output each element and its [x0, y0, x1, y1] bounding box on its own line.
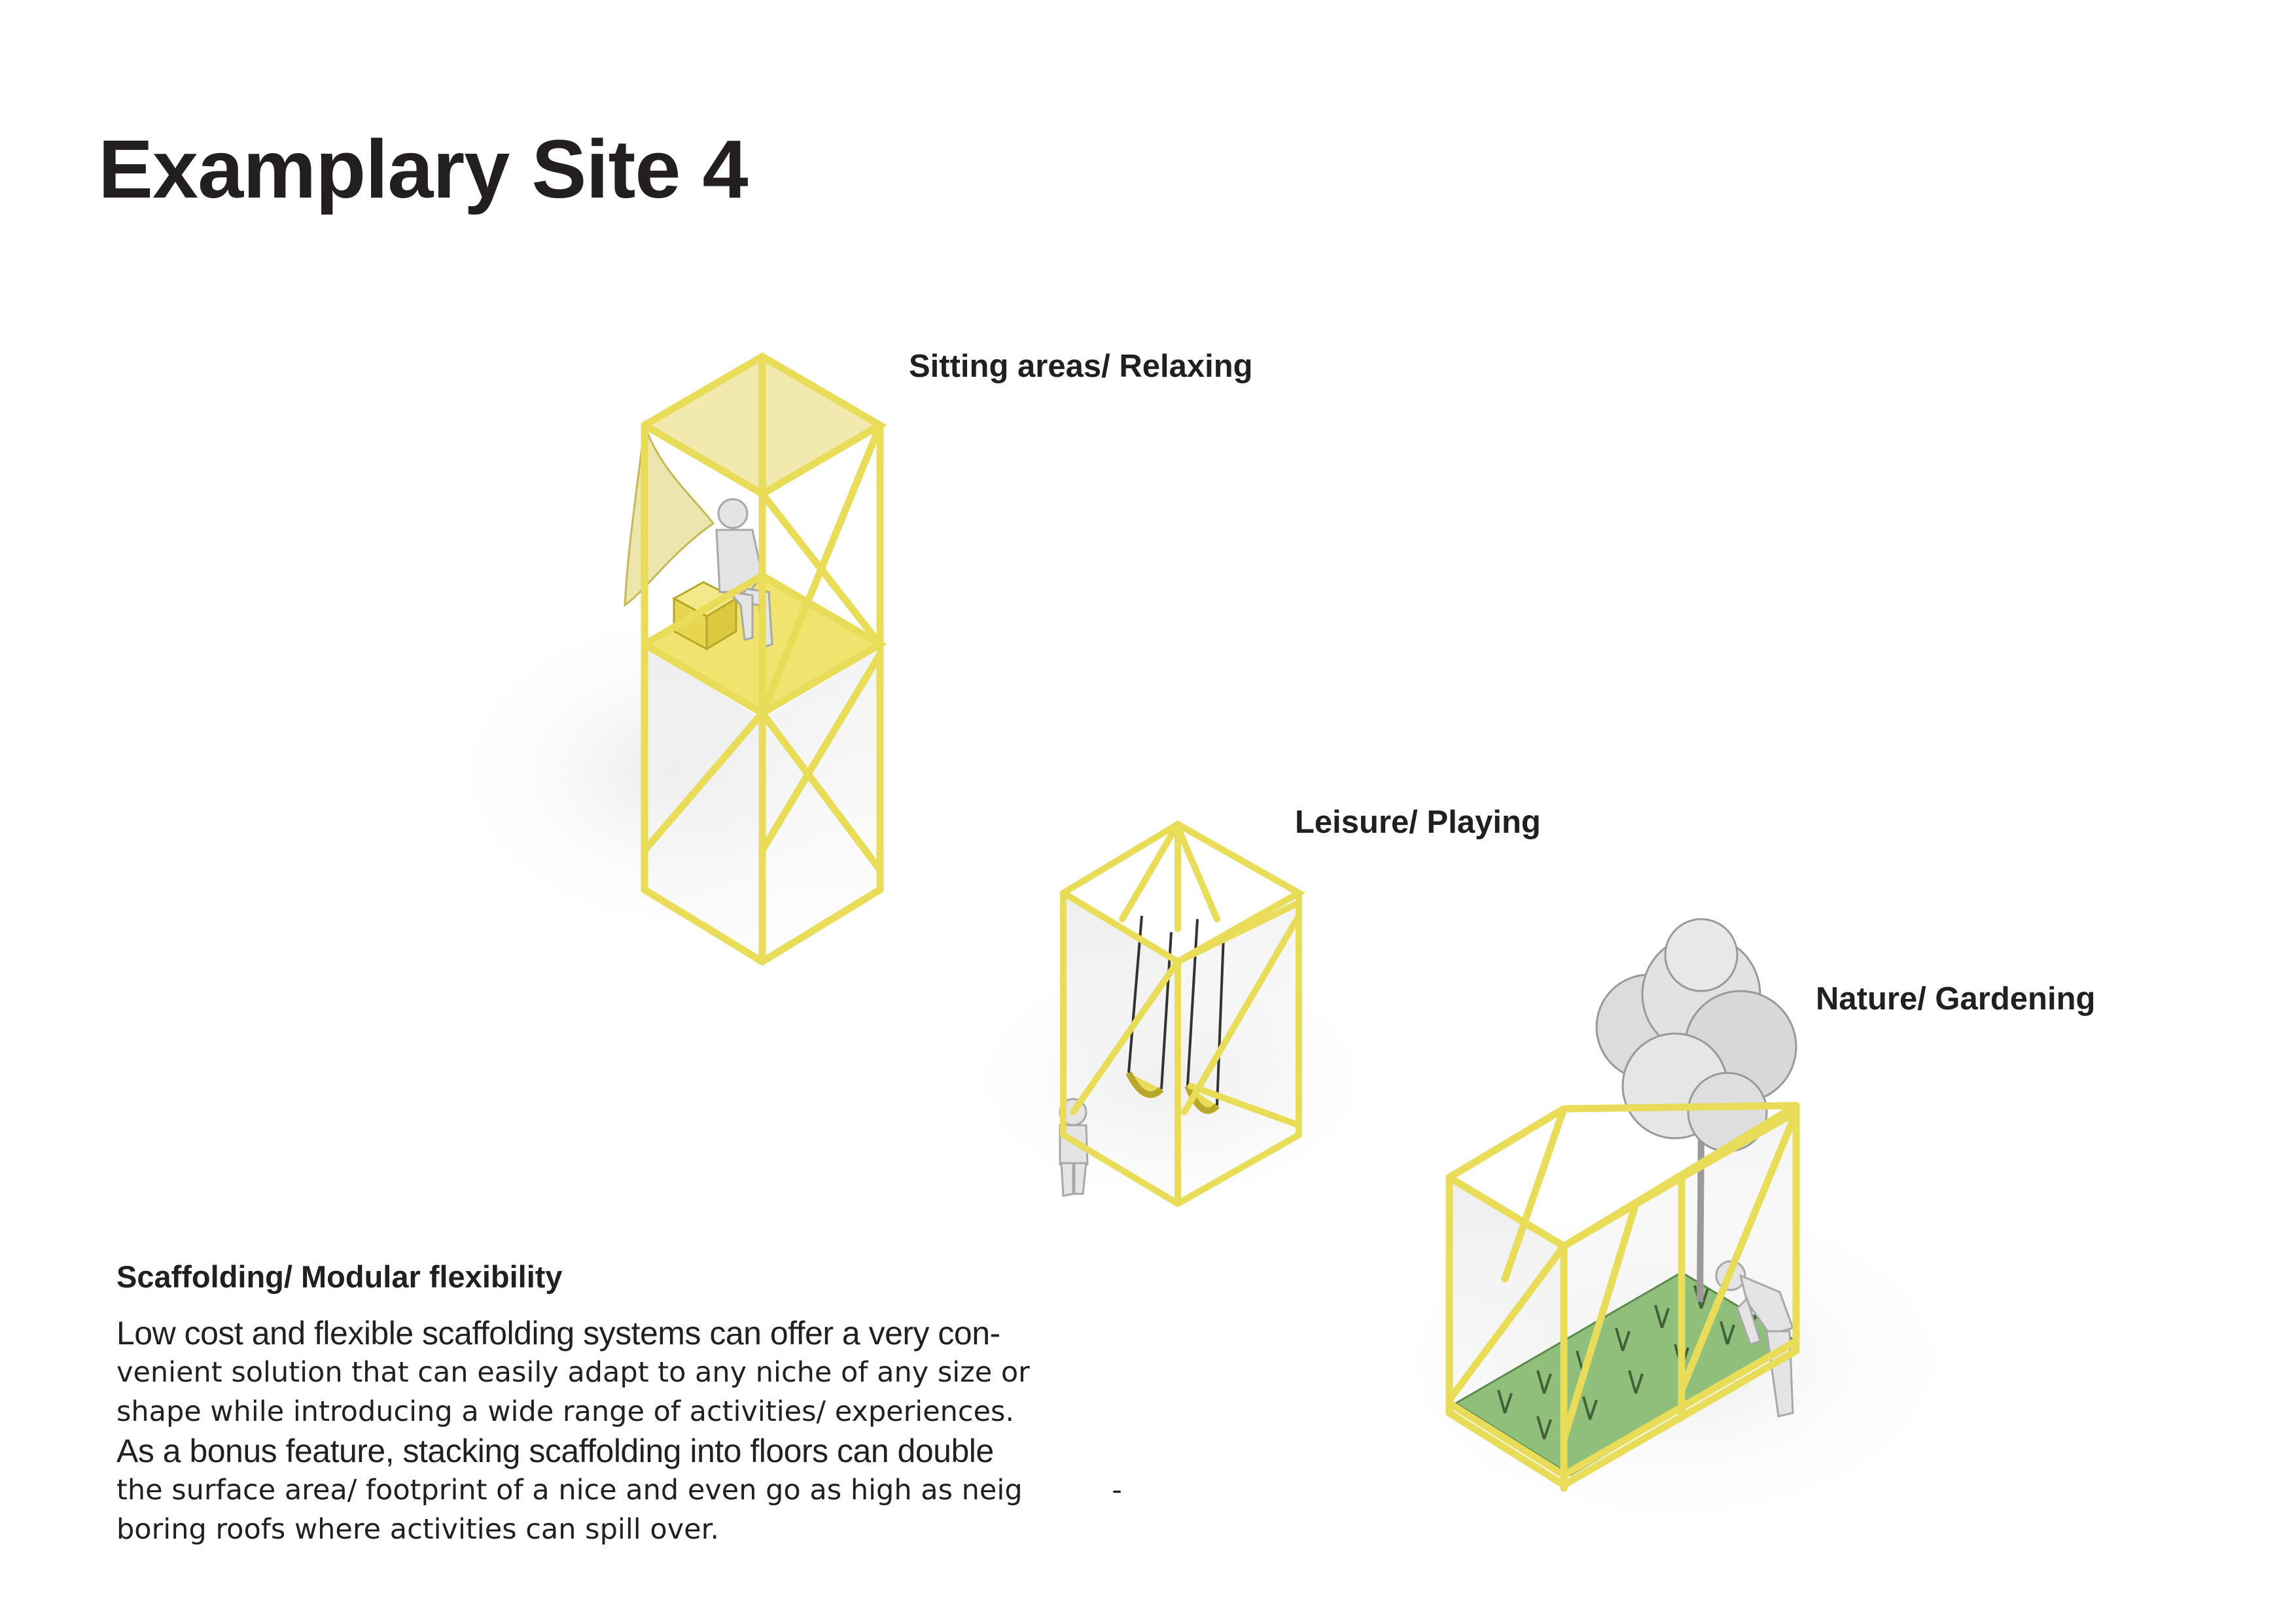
page-title: Examplary Site 4	[98, 123, 749, 215]
tree-icon	[1595, 918, 1797, 1302]
module-label-nature: Nature/ Gardening	[1816, 981, 2096, 1017]
scaffold-swing-icon	[955, 820, 1387, 1210]
module-label-sitting: Sitting areas/ Relaxing	[909, 349, 1253, 384]
scaffold-tower-seating-icon	[438, 352, 910, 966]
scaffold-planter-tree-icon	[1374, 918, 1976, 1537]
description-line: Low cost and flexible scaffolding system…	[116, 1315, 1000, 1352]
description-line: the surface area/ footprint of a nice an…	[116, 1474, 1122, 1507]
description-line: boring roofs where activities can spill …	[116, 1513, 719, 1546]
description-heading: Scaffolding/ Modular flexibility	[116, 1259, 563, 1294]
description-line: shape while introducing a wide range of …	[116, 1395, 1015, 1428]
description-line: As a bonus feature, stacking scaffolding…	[116, 1433, 994, 1469]
description-line: venient solution that can easily adapt t…	[116, 1356, 1030, 1389]
module-label-leisure: Leisure/ Playing	[1295, 805, 1541, 840]
description-body: Low cost and flexible scaffolding system…	[116, 1314, 1122, 1549]
